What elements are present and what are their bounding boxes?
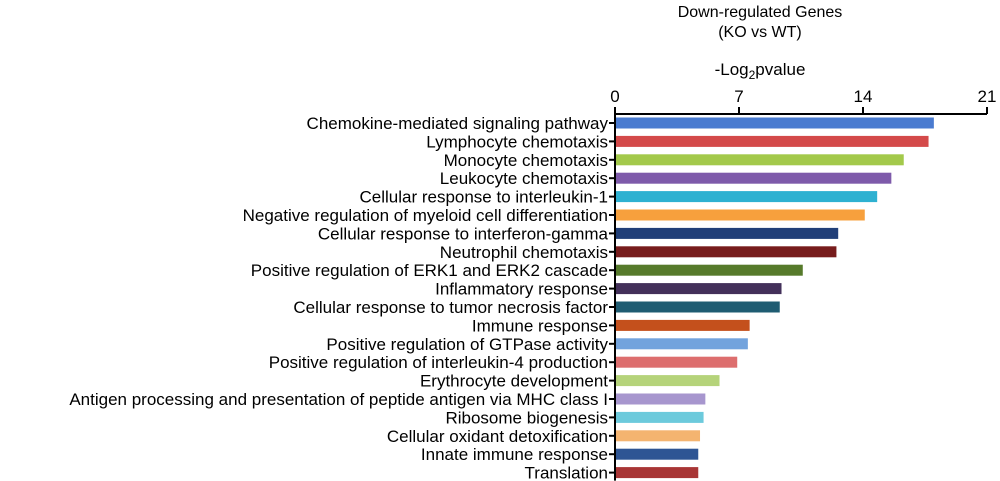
bar-cellular-response-to-interleukin-1 [616,191,878,203]
category-label-lymphocyte-chemotaxis: Lymphocyte chemotaxis [426,132,608,151]
bar-immune-response [616,319,750,331]
chart-title-line-1: Down-regulated Genes [678,4,843,21]
x-axis-title: -Log2pvalue [715,60,806,82]
category-label-monocyte-chemotaxis: Monocyte chemotaxis [444,151,608,170]
x-axis-title-suffix: pvalue [755,60,805,79]
category-label-positive-regulation-of-gtpase-activity: Positive regulation of GTPase activity [326,335,608,354]
category-label-negative-regulation-of-myeloid-cell-differentiation: Negative regulation of myeloid cell diff… [243,206,608,225]
x-axis-title-prefix: -Log [715,60,749,79]
category-label-leukocyte-chemotaxis: Leukocyte chemotaxis [440,169,608,188]
bar-cellular-response-to-tumor-necrosis-factor [616,301,780,313]
category-label-antigen-processing-and-presentation-of-peptide-antigen-via-mhc-class-i: Antigen processing and presentation of p… [69,390,608,409]
bar-positive-regulation-of-erk1-and-erk2-cascade [616,264,803,276]
category-label-translation: Translation [525,464,608,481]
category-label-cellular-response-to-interferon-gamma: Cellular response to interferon-gamma [318,224,609,243]
x-tick-label-14: 14 [854,87,873,106]
category-label-chemokine-mediated-signaling-pathway: Chemokine-mediated signaling pathway [307,114,609,133]
category-label-erythrocyte-development: Erythrocyte development [420,372,608,391]
category-label-ribosome-biogenesis: Ribosome biogenesis [445,408,608,427]
x-tick-label-7: 7 [734,87,743,106]
category-label-cellular-response-to-interleukin-1: Cellular response to interleukin-1 [359,188,608,207]
category-label-cellular-oxidant-detoxification: Cellular oxidant detoxification [387,427,608,446]
bars-group [616,117,934,479]
bar-inflammatory-response [616,283,782,295]
bar-innate-immune-response [616,448,699,460]
category-label-positive-regulation-of-interleukin-4-production: Positive regulation of interleukin-4 pro… [269,353,608,372]
chart-title: Down-regulated Genes (KO vs WT) [678,4,843,41]
bar-negative-regulation-of-myeloid-cell-differentiation [616,209,865,221]
bar-translation [616,467,699,479]
bar-positive-regulation-of-interleukin-4-production [616,356,738,368]
bar-leukocyte-chemotaxis [616,172,892,184]
bar-neutrophil-chemotaxis [616,246,837,258]
bar-cellular-oxidant-detoxification [616,430,701,442]
category-labels: Chemokine-mediated signaling pathwayLymp… [69,114,608,481]
category-label-innate-immune-response: Innate immune response [421,445,608,464]
x-axis: 0 7 14 21 [610,87,997,115]
bar-ribosome-biogenesis [616,411,704,423]
chart-title-line-2: (KO vs WT) [718,24,802,41]
category-label-neutrophil-chemotaxis: Neutrophil chemotaxis [440,243,608,262]
category-label-inflammatory-response: Inflammatory response [435,280,608,299]
category-label-positive-regulation-of-erk1-and-erk2-cascade: Positive regulation of ERK1 and ERK2 cas… [251,261,608,280]
bar-lymphocyte-chemotaxis [616,135,929,147]
bar-positive-regulation-of-gtpase-activity [616,338,748,350]
bar-cellular-response-to-interferon-gamma [616,227,839,239]
bar-erythrocyte-development [616,375,720,387]
bar-antigen-processing-and-presentation-of-peptide-antigen-via-mhc-class-i [616,393,706,405]
bar-monocyte-chemotaxis [616,154,904,166]
x-axis-title-subscript: 2 [749,68,756,82]
y-axis [609,114,616,481]
x-tick-label-0: 0 [610,87,619,106]
category-label-cellular-response-to-tumor-necrosis-factor: Cellular response to tumor necrosis fact… [293,298,608,317]
category-label-immune-response: Immune response [472,316,608,335]
x-tick-label-21: 21 [978,87,997,106]
bar-chemokine-mediated-signaling-pathway [616,117,934,129]
